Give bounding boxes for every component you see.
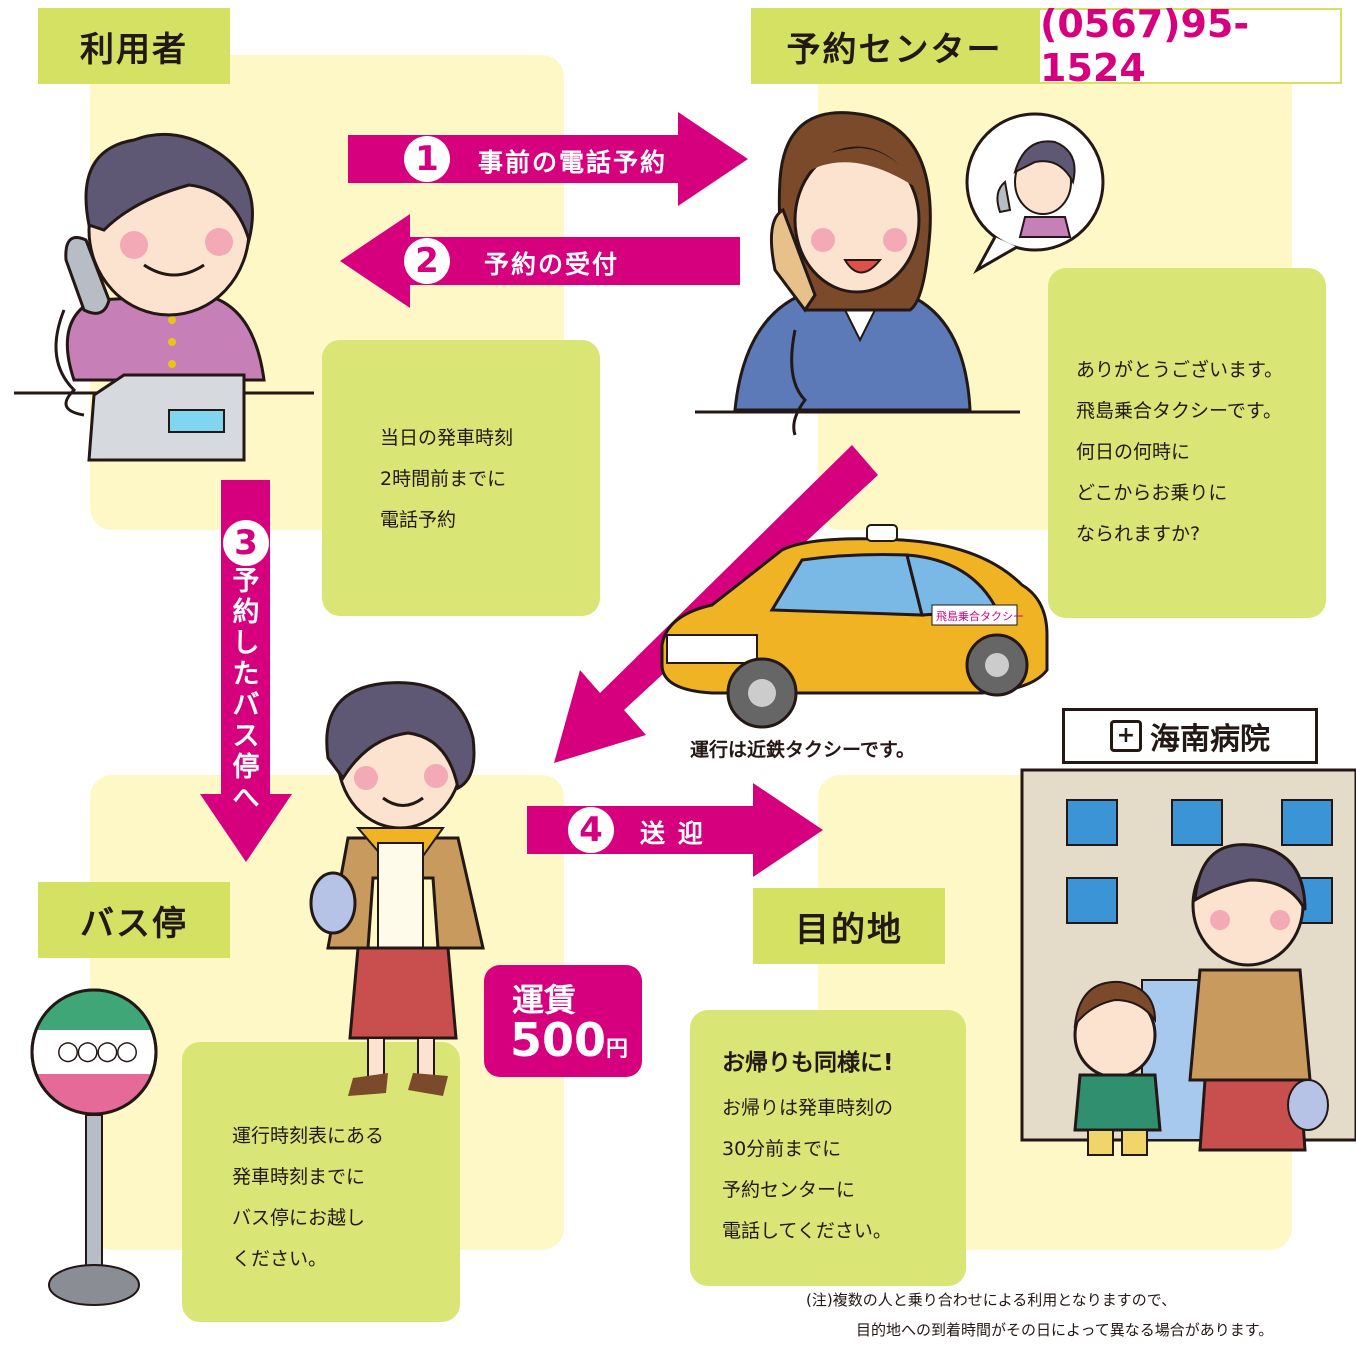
step-1-text: 事前の電話予約 — [478, 148, 668, 177]
arrow-step-4 — [527, 783, 823, 877]
fare-label: 運賃 — [512, 981, 577, 1019]
step-1-number: 1 — [404, 136, 450, 182]
hospital-cross-icon: + — [1110, 720, 1142, 752]
fare-unit: 円 — [606, 1037, 629, 1062]
footnote: (注)複数の人と乗り合わせによる利用となりますので、 目的地への到着時間がその日… — [806, 1291, 1274, 1339]
user-phoning-illustration — [14, 132, 314, 462]
arrow-step-3 — [200, 480, 292, 862]
step-2-text: 予約の受付 — [484, 250, 620, 279]
fare-amount: 500 — [510, 1013, 607, 1067]
step-2-number: 2 — [404, 238, 450, 284]
phone-number: (0567)95-1524 — [1038, 2, 1342, 90]
step-4-text: 送 迎 — [640, 819, 705, 848]
step-3-text: 予約したバス停へ — [232, 566, 260, 814]
center-note: ありがとうございます。飛島乗合タクシーです。何日の何時にどこからお乗りになられま… — [1048, 268, 1326, 618]
destination-label: 目的地 — [753, 888, 945, 964]
arrow-step-1 — [348, 112, 748, 206]
taxi-illustration: 飛島乗合タクシー — [660, 524, 1049, 729]
traveler-illustration — [309, 681, 485, 1096]
hospital-sign: + 海南病院 — [1062, 708, 1318, 764]
operator-illustration — [695, 111, 1020, 436]
fare-badge: 運賃 500円 — [484, 965, 642, 1077]
taxi-door-text: 飛島乗合タクシー — [936, 609, 1024, 623]
bus-stop-sign — [30, 988, 158, 1306]
destination-note-title: お帰りも同様に! — [722, 1050, 894, 1076]
taxi-caption: 運行は近鉄タクシーです。 — [690, 739, 915, 761]
bus-stop-sign-text: ○○○○ — [56, 1036, 139, 1066]
family-illustration — [1073, 843, 1329, 1156]
arrow-step-2 — [340, 214, 740, 308]
bus-stop-label: バス停 — [38, 882, 230, 958]
user-label: 利用者 — [38, 8, 230, 84]
speech-bubble — [965, 112, 1105, 274]
center-label: 予約センター — [751, 8, 1038, 84]
hospital-name: 海南病院 — [1150, 722, 1270, 757]
step-3-number: 3 — [223, 520, 269, 566]
step-4-number: 4 — [568, 807, 614, 853]
